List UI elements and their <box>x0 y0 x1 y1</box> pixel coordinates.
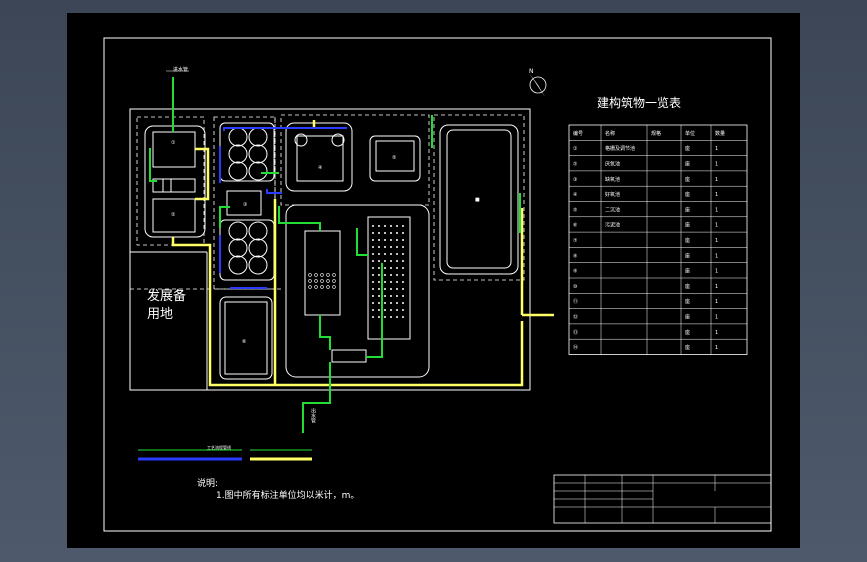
drawing-border <box>103 37 772 532</box>
table-cell: 格栅及调节池 <box>605 145 635 152</box>
svg-text:①: ① <box>171 140 176 146</box>
table-cell: 1 <box>715 284 718 290</box>
table-cell: 座 <box>685 298 690 305</box>
table-cell: ⑭ <box>573 344 578 351</box>
table-cell: ⑧ <box>573 253 578 259</box>
table-cell: 1 <box>715 146 718 152</box>
green-pipeline <box>149 77 521 433</box>
note-line-1: 1.图中所有标注单位均以米计，m。 <box>216 489 359 501</box>
table-cell: 好氧池 <box>605 191 620 198</box>
table-cell: 1 <box>715 162 718 168</box>
table-cell: 污泥池 <box>605 222 620 229</box>
table-cell: ⑤ <box>573 207 577 213</box>
table-cell: ⑩ <box>573 284 578 290</box>
table-cell: 1 <box>715 238 718 244</box>
table-title: 建构筑物一览表 <box>597 95 681 110</box>
table-cell: ⑬ <box>573 329 578 336</box>
table-cell: 厌氧池 <box>605 161 620 168</box>
table-cell: 1 <box>715 192 718 198</box>
table-cell: 1 <box>715 207 718 213</box>
reserve-land-line2: 用地 <box>147 307 173 322</box>
table-cell: ③ <box>573 177 577 183</box>
svg-text:④: ④ <box>318 165 323 171</box>
table-cell: 1 <box>715 177 718 183</box>
table-cell: ⑪ <box>573 298 578 305</box>
zone-boundaries <box>130 114 525 383</box>
title-block <box>553 474 772 524</box>
table-cell: ⑥ <box>573 223 578 229</box>
north-compass: N <box>529 68 547 97</box>
blue-pipeline <box>219 127 347 289</box>
structures <box>144 122 519 380</box>
table-cell: 座 <box>685 329 690 336</box>
table-cell: 1 <box>715 223 718 229</box>
table-cell: ⑦ <box>573 238 578 244</box>
filter-media <box>308 225 404 318</box>
table-cell: 座 <box>685 314 690 321</box>
table-header-cell: 规格 <box>651 130 661 137</box>
table-cell: 座 <box>685 161 690 168</box>
table-header-cell: 名称 <box>605 130 615 137</box>
svg-text:③: ③ <box>243 202 247 208</box>
table-cell: ① <box>573 146 578 152</box>
svg-text:■: ■ <box>475 197 480 203</box>
svg-text:⑤: ⑤ <box>392 155 396 161</box>
table-cell: 1 <box>715 315 718 321</box>
table-cell: 座 <box>685 283 690 290</box>
svg-text:N: N <box>529 68 534 75</box>
table-cell: 二沉池 <box>605 206 620 213</box>
table-cell: 1 <box>715 345 718 351</box>
table-cell: 1 <box>715 299 718 305</box>
table-header-cell: 编号 <box>573 130 583 137</box>
table-cell: 1 <box>715 330 718 336</box>
svg-text:②: ② <box>171 212 176 218</box>
inlet-label: 进水管 <box>173 66 188 73</box>
table-cell: 座 <box>685 191 690 198</box>
equipment-tags: ① ② ③ ④ ⑤ ⑥ ■ <box>171 140 480 345</box>
table-cell: ⑨ <box>573 269 577 275</box>
table-cell: 1 <box>715 269 718 275</box>
legend: 工艺流程管线 <box>138 444 312 461</box>
table-cell: 1 <box>715 253 718 259</box>
svg-text:⑥: ⑥ <box>242 339 247 345</box>
table-cell: 座 <box>685 344 690 351</box>
table-cell: 座 <box>685 145 690 152</box>
table-cell: 座 <box>685 222 690 229</box>
table-header-cell: 数量 <box>715 130 725 137</box>
legend-item-1: 工艺流程管线 <box>207 444 231 450</box>
table-cell: ④ <box>573 192 578 198</box>
note-title: 说明: <box>197 477 218 489</box>
table-cell: 座 <box>685 252 690 259</box>
table-cell: ② <box>573 162 578 168</box>
table-cell: ⑫ <box>573 314 578 321</box>
table-cell: 座 <box>685 176 690 183</box>
yellow-pipeline <box>171 120 554 387</box>
site-plan-drawing: 发展备 用地 <box>103 37 772 532</box>
table-cell: 座 <box>685 237 690 244</box>
table-header-cell: 单位 <box>685 130 695 137</box>
table-cell: 座 <box>685 206 690 213</box>
outlet-label: 出水管 <box>310 407 316 424</box>
table-cell: 缺氧池 <box>605 176 620 183</box>
drawing-sheet: 发展备 用地 <box>67 13 800 548</box>
table-cell: 座 <box>685 268 690 275</box>
reserve-land-line1: 发展备 <box>147 288 186 304</box>
